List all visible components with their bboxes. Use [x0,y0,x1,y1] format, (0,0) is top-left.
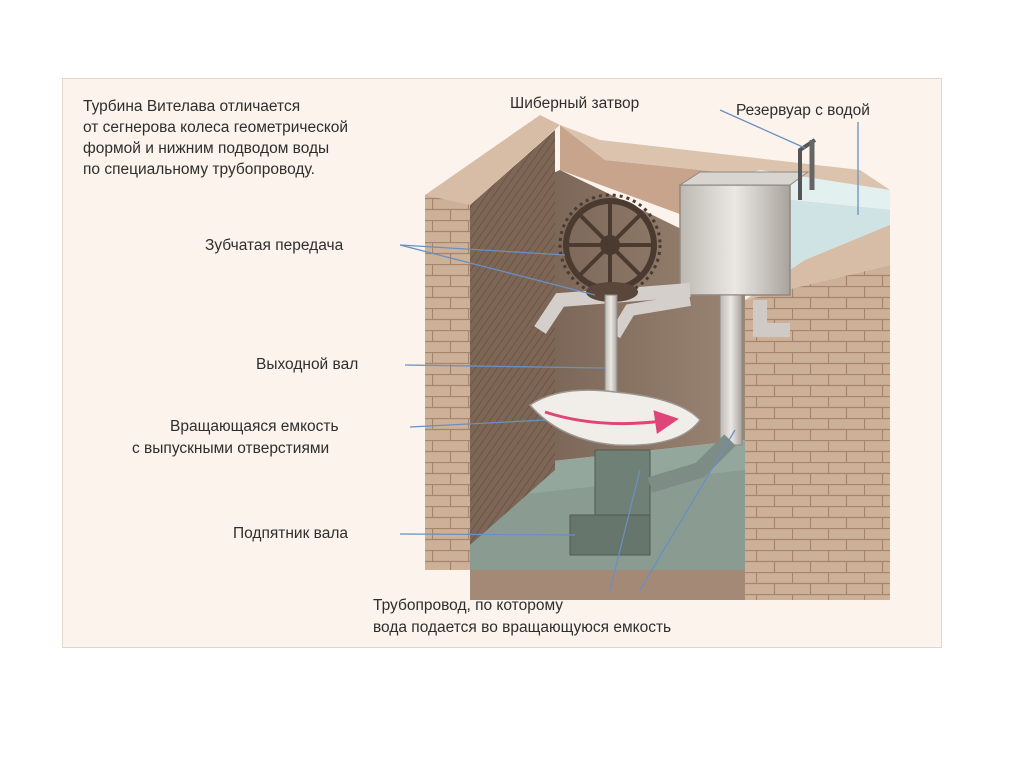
supply-pipe-vertical [720,295,742,445]
label-reservoir: Резервуар с водой [736,101,870,121]
label-vessel-1: Вращающаяся емкость [170,417,339,437]
intro-text: Турбина Вителава отличается от сегнерова… [83,96,348,180]
sluice-box [680,185,790,295]
intro-line-2: от сегнерова колеса геометрической [83,117,348,138]
label-gear: Зубчатая передача [205,236,343,256]
label-gate: Шиберный затвор [510,94,639,114]
left-brick-wall [425,175,470,570]
intro-line-3: формой и нижним подводом воды [83,138,348,159]
intro-line-4: по специальному трубопроводу. [83,159,348,180]
sluice-box-top [680,172,808,185]
label-pipe-2: вода подается во вращающуюся емкость [373,618,671,638]
lower-housing [595,450,650,515]
label-shaft: Выходной вал [256,355,358,375]
label-vessel-2: с выпускными отверстиями [132,439,329,459]
intro-line-1: Турбина Вителава отличается [83,96,348,117]
label-bearing: Подпятник вала [233,524,348,544]
label-pipe-1: Трубопровод, по которому [373,596,563,616]
shaft-bearing [570,515,650,555]
